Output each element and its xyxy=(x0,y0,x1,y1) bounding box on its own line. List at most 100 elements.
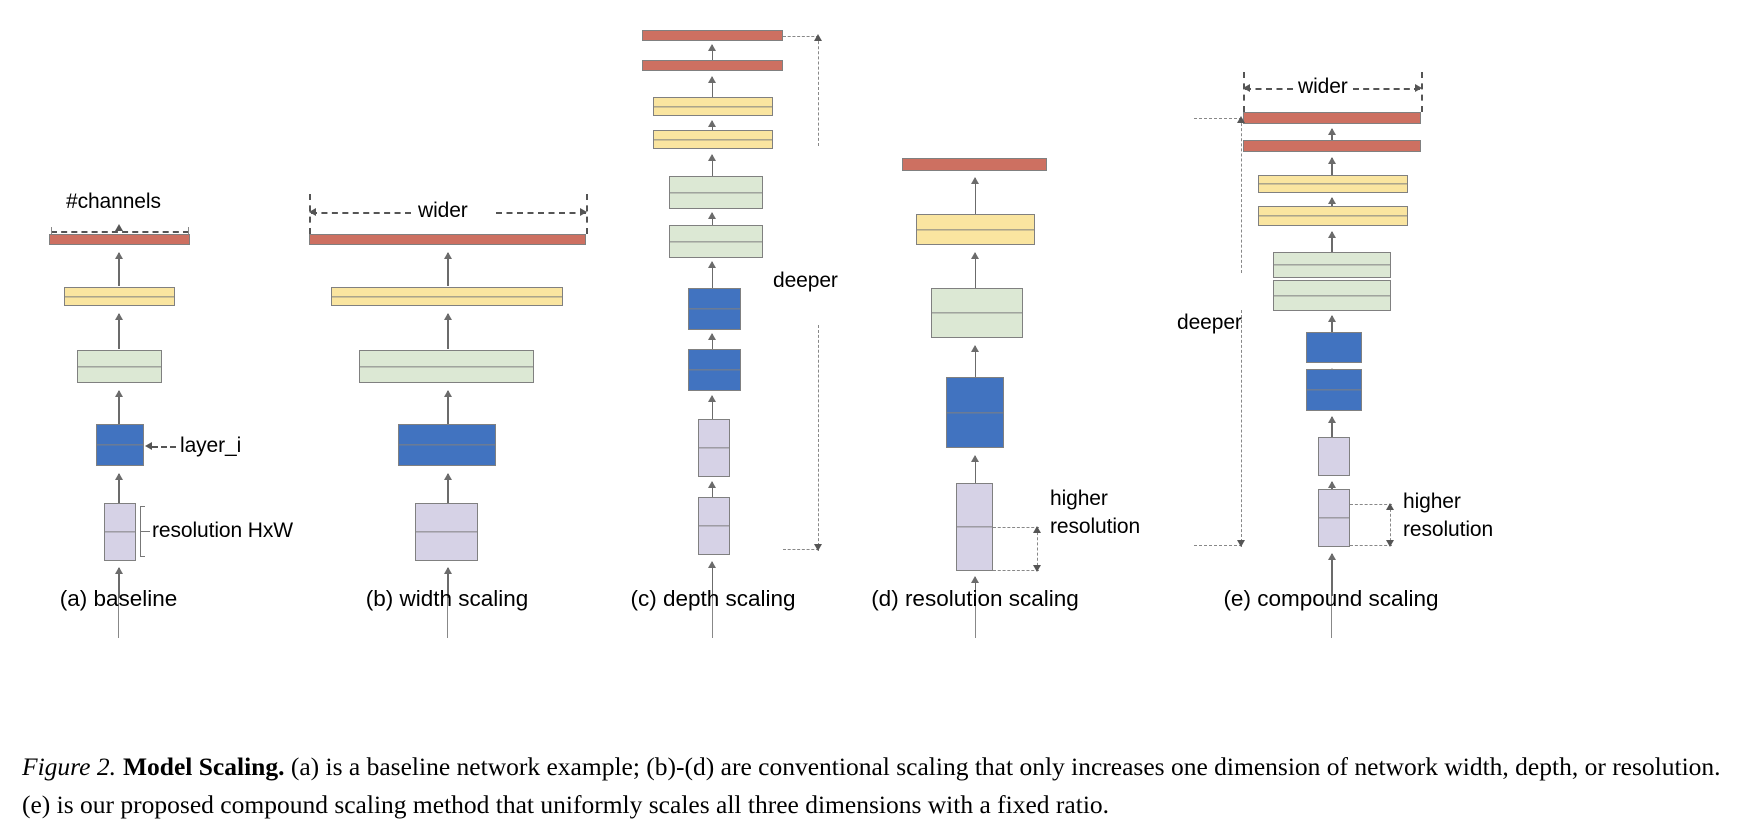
block-green xyxy=(77,350,162,383)
flow-arrow xyxy=(447,391,449,424)
flow-arrow xyxy=(711,562,714,598)
block-yellow xyxy=(653,97,773,116)
flow-arrow xyxy=(1331,482,1333,495)
flow-arrow xyxy=(711,482,714,498)
block-red xyxy=(309,234,586,245)
flow-arrow xyxy=(118,568,120,598)
block-yellow xyxy=(653,130,773,149)
block-layer-i xyxy=(398,424,496,466)
block-resolution xyxy=(956,483,993,571)
annotation-resolution-label: resolution xyxy=(1050,515,1141,538)
arrow-left-icon xyxy=(1243,84,1250,92)
annotation-layer-i-label: layer_i xyxy=(180,434,242,457)
figure-caption: Figure 2.Model Scaling. (a) is a baselin… xyxy=(22,748,1740,824)
arrow-right-icon xyxy=(1415,84,1422,92)
block-green xyxy=(669,176,763,209)
block-yellow xyxy=(1258,175,1408,193)
block-yellow xyxy=(64,287,175,306)
block-layer-i xyxy=(96,424,144,466)
annotation-higher-label: higher xyxy=(1050,487,1108,510)
block-resolution xyxy=(698,497,730,555)
annotation-resolution-label: resolution HxW xyxy=(152,519,293,542)
flow-arrow xyxy=(118,391,120,424)
flow-arrow xyxy=(711,45,714,61)
flow-arrow xyxy=(447,314,449,349)
block-green xyxy=(1273,280,1391,311)
block-green xyxy=(669,225,763,258)
annotation-channels-label: #channels xyxy=(66,190,161,213)
block-yellow xyxy=(1258,206,1408,226)
panel-d-resolution-scaling: higher resolution (d) resolution scaling xyxy=(871,0,1210,640)
block-layer-i xyxy=(688,288,741,330)
flow-arrow xyxy=(118,474,120,505)
flow-arrow xyxy=(974,346,977,378)
flow-arrow xyxy=(1331,129,1333,144)
figure-caption-body: (a) is a baseline network example; (b)-(… xyxy=(22,752,1721,819)
arrow-left-icon xyxy=(309,208,316,216)
block-layer-i xyxy=(1306,369,1362,411)
flow-arrow xyxy=(711,155,714,177)
flow-arrow xyxy=(1331,232,1333,254)
flow-arrow xyxy=(974,178,977,214)
panel-e-compound-scaling: wider deeper xyxy=(1177,0,1760,640)
panel-b-stem xyxy=(447,598,449,638)
arrow-down-icon xyxy=(1033,565,1041,572)
block-red xyxy=(1243,112,1421,124)
arrow-right-icon xyxy=(580,208,587,216)
arrow-up-icon xyxy=(1386,503,1394,510)
panel-label-b: (b) width scaling xyxy=(365,586,529,611)
block-red xyxy=(642,30,783,41)
panel-e-stem xyxy=(1331,596,1333,638)
panel-b-width-scaling: wider (b) width scaling xyxy=(300,0,620,640)
block-layer-i xyxy=(1306,332,1362,363)
block-layer-i xyxy=(688,349,741,391)
block-resolution xyxy=(415,503,478,561)
block-resolution xyxy=(104,503,136,561)
panel-label-d: (d) resolution scaling xyxy=(871,586,1079,611)
arrow-up-icon xyxy=(115,224,123,231)
flow-arrow xyxy=(447,568,449,598)
block-yellow xyxy=(331,287,563,306)
flow-arrow xyxy=(1331,198,1333,210)
annotation-wider-label: wider xyxy=(418,199,468,222)
flow-arrow xyxy=(711,396,714,420)
flow-arrow xyxy=(974,577,977,603)
flow-arrow xyxy=(711,334,714,350)
flow-arrow xyxy=(118,314,120,349)
arrow-down-icon xyxy=(814,544,822,551)
figure-title: Model Scaling. xyxy=(122,752,285,781)
flow-arrow xyxy=(118,253,120,286)
annotation-resolution-label: resolution xyxy=(1403,518,1494,541)
flow-arrow xyxy=(711,213,714,227)
flow-arrow xyxy=(974,456,977,484)
annotation-wider-label: wider xyxy=(1298,75,1348,98)
block-red xyxy=(1243,140,1421,152)
flow-arrow xyxy=(711,262,714,288)
flow-arrow xyxy=(447,474,449,505)
arrow-down-icon xyxy=(1386,540,1394,547)
flow-arrow xyxy=(974,253,977,288)
panel-d-stem xyxy=(974,603,976,638)
flow-arrow xyxy=(1331,316,1333,335)
annotation-deeper-label: deeper xyxy=(773,269,838,292)
flow-arrow xyxy=(447,253,449,286)
block-layer-i xyxy=(946,377,1004,448)
block-resolution xyxy=(1318,437,1350,476)
block-yellow xyxy=(916,214,1035,245)
panel-a-baseline: #channels layer_i xyxy=(0,0,300,640)
annotation-higher-label: higher xyxy=(1403,490,1461,513)
panel-c-depth-scaling: deeper (c) depth scaling xyxy=(620,0,920,640)
block-red xyxy=(902,158,1047,171)
flow-arrow xyxy=(711,77,714,98)
block-red xyxy=(49,234,190,245)
flow-arrow xyxy=(1331,158,1333,179)
arrow-left-icon xyxy=(145,442,152,450)
panel-label-a: (a) baseline xyxy=(59,586,178,611)
block-green xyxy=(1273,252,1391,278)
arrow-up-icon xyxy=(814,34,822,41)
panel-label-c: (c) depth scaling xyxy=(630,586,796,611)
block-resolution xyxy=(698,419,730,477)
panel-a-stem xyxy=(118,598,120,638)
block-green xyxy=(359,350,534,383)
